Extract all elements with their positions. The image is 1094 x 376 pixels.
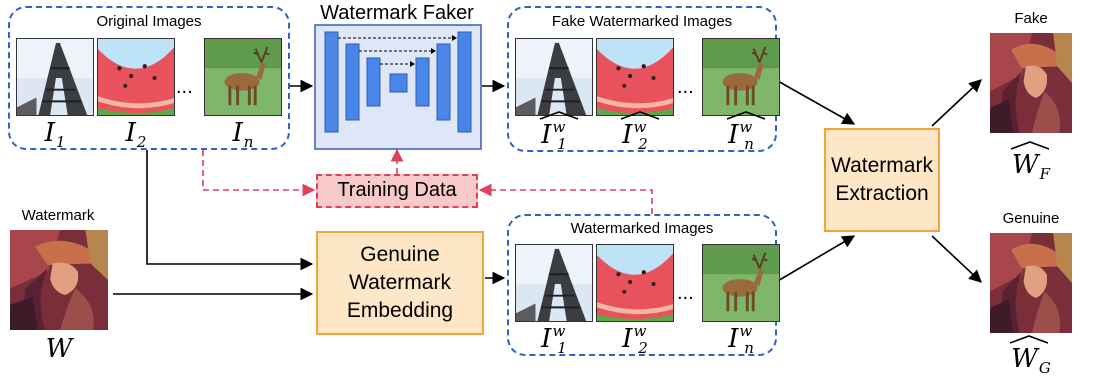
genuine-output-label: Genuine	[1002, 210, 1060, 227]
fake-ellipsis: ...	[677, 76, 694, 98]
var-i2: I2	[125, 118, 147, 151]
fake-output-label: Fake	[1014, 10, 1048, 27]
watermarked-images-label: Watermarked Images	[570, 220, 714, 237]
training-data-label: Training Data	[337, 179, 457, 201]
watermark-faker-title: Watermark Faker	[320, 2, 474, 24]
arrow-watermarked-to-extraction	[775, 235, 856, 283]
var-wm-i2: Iw2	[622, 322, 648, 357]
fake-watermelon-image	[596, 38, 674, 116]
arrow-extraction-to-fake	[931, 79, 982, 127]
watermelon-image	[97, 38, 175, 116]
fake-eiffel-tower-image	[515, 38, 593, 116]
var-wm-i1: Iw1	[541, 322, 567, 357]
arrow-original-to-training	[202, 150, 316, 197]
watermark-faker-network	[314, 24, 482, 150]
arrow-original-to-embedding	[146, 150, 314, 271]
original-ellipsis: ...	[176, 76, 193, 98]
eiffel-tower-image	[16, 38, 94, 116]
var-wm-in: Iwn	[728, 322, 754, 357]
genuine-watermark-image	[990, 233, 1072, 333]
lena-portrait-image	[10, 230, 108, 330]
fake-watermark-image	[990, 33, 1072, 133]
wm-deer-image	[702, 244, 780, 322]
var-i1: I1	[44, 118, 66, 151]
fake-deer-image	[702, 38, 780, 116]
deer-image	[204, 38, 282, 116]
arrow-watermarked-to-training	[478, 183, 653, 214]
original-images-label: Original Images	[96, 13, 202, 30]
var-in: In	[232, 118, 254, 151]
arrow-extraction-to-genuine	[931, 235, 982, 283]
arrow-fake-to-extraction	[775, 79, 856, 125]
var-w: W	[45, 334, 73, 364]
wm-eiffel-tower-image	[515, 244, 593, 322]
training-data-box	[316, 174, 478, 208]
wm-watermelon-image	[596, 244, 674, 322]
wm-ellipsis: ...	[677, 282, 694, 304]
fake-watermarked-images-label: Fake Watermarked Images	[551, 13, 733, 30]
original-images-group	[8, 6, 290, 150]
watermark-label: Watermark	[21, 207, 95, 224]
